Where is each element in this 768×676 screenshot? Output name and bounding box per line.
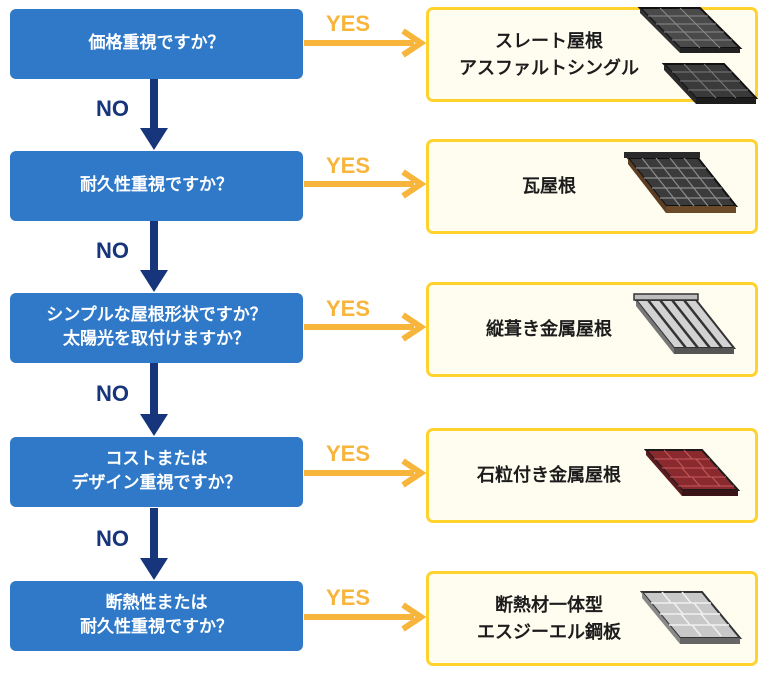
answer-box-insulated-steel: 断熱材一体型 エスジーエル鋼板 [426,571,758,666]
no-arrow-4 [140,508,168,580]
yes-label-4: YES [326,441,371,466]
no-arrow-2 [140,221,168,292]
no-label-1: NO [96,96,129,121]
answer-label-tile: 瓦屋根 [522,176,576,197]
yes-arrow-4 [304,458,427,488]
yes-label-1: YES [326,11,371,36]
yes-label-2: YES [326,153,371,178]
answer-box-standing-seam: 縦葺き金属屋根 [426,282,758,377]
answer-label-slate: スレート屋根 アスファルトシングル [459,30,639,79]
slate-roof-image [637,7,758,104]
yes-arrow-1 [304,28,427,58]
no-label-4: NO [96,526,129,551]
question-box-price: 価格重視ですか？ [10,9,303,79]
question-box-shape-solar: シンプルな屋根形状ですか？ 太陽光を取付けますか？ [10,293,303,363]
question-box-cost-design: コストまたは デザイン重視ですか？ [10,437,303,507]
yes-arrow-3 [304,312,427,342]
tile-roof-image [624,152,739,213]
insulated-sgl-steel-roof-image [639,591,743,644]
answer-label-stone-coated: 石粒付き金属屋根 [477,465,621,486]
no-arrow-1 [140,79,168,150]
stone-coated-metal-roof-image [643,449,741,496]
question-box-insulation: 断熱性または 耐久性重視ですか？ [10,581,303,651]
no-label-2: NO [96,238,129,263]
yes-label-3: YES [326,296,371,321]
standing-seam-metal-roof-image [633,293,737,354]
answer-label-standing-seam: 縦葺き金属屋根 [486,319,612,340]
no-arrow-3 [140,363,168,436]
no-label-3: NO [96,381,129,406]
yes-label-5: YES [326,585,371,610]
yes-arrow-2 [304,169,427,199]
question-box-durability: 耐久性重視ですか？ [10,151,303,221]
yes-arrow-5 [304,602,427,632]
answer-label-insulated-steel: 断熱材一体型 エスジーエル鋼板 [477,594,621,643]
